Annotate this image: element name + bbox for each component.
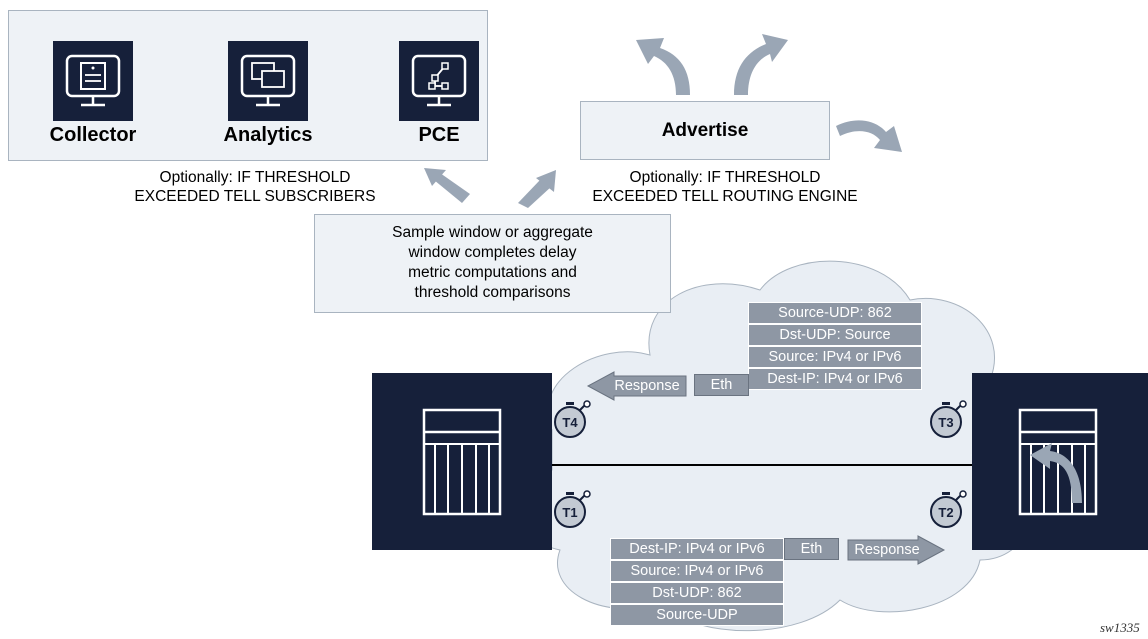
timer-t4-label: T4 [562, 415, 578, 430]
sample-line-4: threshold comparisons [414, 284, 571, 301]
subscribers-note-line-1: Optionally: IF THRESHOLD [159, 169, 351, 186]
form-monitor-icon [65, 54, 121, 107]
pce-label: PCE [418, 124, 460, 146]
advertise-label: Advertise [661, 120, 749, 141]
request-eth: Eth [784, 538, 839, 560]
windows-monitor-icon [240, 54, 296, 107]
timer-t1: T1 [554, 490, 591, 528]
loopback-arrow-icon [1030, 443, 1082, 503]
request-header-row: Dst-UDP: 862 [610, 582, 784, 604]
sample-line-2: window completes delay [408, 244, 577, 261]
routing-note-line-1: Optionally: IF THRESHOLD [629, 169, 821, 186]
timer-t3-label: T3 [938, 415, 953, 430]
sample-arrow-left [424, 168, 470, 203]
router-left [372, 373, 552, 550]
router-right [972, 373, 1148, 550]
analytics-node [228, 41, 308, 121]
request-header-row: Source: IPv4 or IPv6 [610, 560, 784, 582]
topology-monitor-icon [411, 54, 467, 107]
routing-note-line-2: EXCEEDED TELL ROUTING ENGINE [592, 188, 858, 205]
subscribers-note: Optionally: IF THRESHOLD EXCEEDED TELL S… [100, 168, 410, 206]
sample-line-3: metric computations and [408, 264, 577, 281]
response-eth: Eth [694, 374, 749, 396]
pce-node [399, 41, 479, 121]
request-header-row: Dest-IP: IPv4 or IPv6 [610, 538, 784, 560]
router-left-icon [422, 408, 502, 516]
sample-window-text: Sample window or aggregate window comple… [314, 223, 671, 303]
timer-t1-label: T1 [562, 505, 577, 520]
response-header-row: Dst-UDP: Source [748, 324, 922, 346]
response-header-row: Source: IPv4 or IPv6 [748, 346, 922, 368]
request-packet-headers: Dest-IP: IPv4 or IPv6 Source: IPv4 or IP… [610, 538, 784, 626]
response-arrow-left-label: Response [614, 378, 680, 394]
collector-label: Collector [49, 124, 137, 146]
routing-note: Optionally: IF THRESHOLD EXCEEDED TELL R… [560, 168, 890, 206]
timer-t2-label: T2 [938, 505, 953, 520]
analytics-label: Analytics [223, 124, 313, 146]
response-header-row: Dest-IP: IPv4 or IPv6 [748, 368, 922, 390]
sample-line-1: Sample window or aggregate [392, 224, 593, 241]
response-arrow-right [847, 535, 946, 565]
timer-t4: T4 [554, 400, 591, 438]
response-packet-headers: Source-UDP: 862 Dst-UDP: Source Source: … [748, 302, 922, 390]
sample-window-box [314, 214, 671, 313]
collector-node [53, 41, 133, 121]
response-header-row: Source-UDP: 862 [748, 302, 922, 324]
advertise-box [580, 101, 830, 160]
response-arrow-left [586, 371, 687, 401]
advertise-arrow-up-right [734, 34, 788, 95]
timer-t2: T2 [930, 490, 967, 528]
timer-t3: T3 [930, 400, 967, 438]
advertise-arrow-up-left [636, 38, 690, 95]
request-header-row: Source-UDP [610, 604, 784, 626]
figure-caption: sw1335 [1100, 620, 1140, 635]
subscribers-note-line-2: EXCEEDED TELL SUBSCRIBERS [134, 188, 376, 205]
advertise-arrow-right [836, 120, 902, 152]
sample-arrow-right [518, 170, 556, 208]
response-arrow-right-label: Response [854, 542, 920, 558]
router-right-icon [1018, 408, 1098, 516]
